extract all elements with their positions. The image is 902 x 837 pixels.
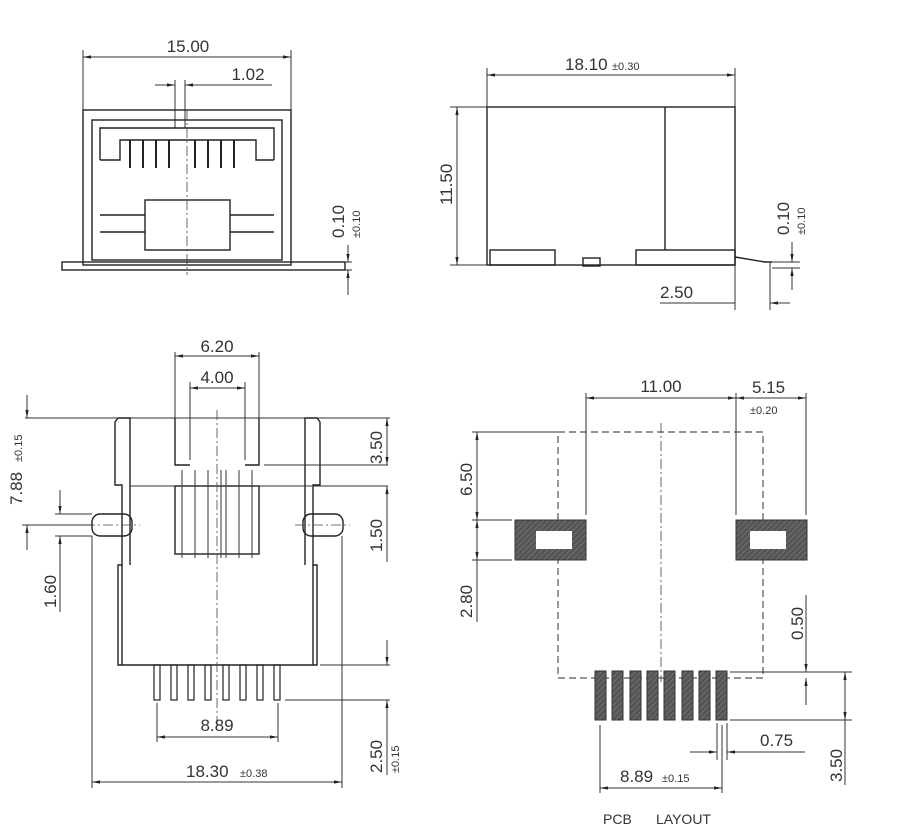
dim-350: 3.50	[827, 749, 846, 782]
dim-050: 0.50	[788, 607, 807, 640]
side-view: 18.10 ±0.30 11.50 0.10 ±0.10 2.50	[437, 55, 808, 310]
dim-length: 18.10	[565, 55, 608, 74]
pcb-layout-view: 11.00 5.15 ±0.20 6.50 2.80 0.50 3.50 0.7…	[457, 377, 852, 827]
dim-inner: 4.00	[200, 368, 233, 387]
dim-pin-length-tol: ±0.15	[390, 746, 402, 773]
dim-pin-span: 8.89	[200, 716, 233, 735]
dim-width: 15.00	[167, 37, 210, 56]
dim-length-tol: ±0.30	[612, 61, 639, 73]
dim-standoff-tol: ±0.10	[351, 211, 363, 238]
label-pcb: PCB	[603, 811, 632, 827]
dim-pad-offset-tol: ±0.20	[750, 405, 777, 417]
dim-height: 11.50	[437, 164, 456, 205]
dim-width: 18.30	[186, 762, 229, 781]
front-view: 15.00 1.02 0.10 ±0.10	[61, 37, 363, 295]
dim-overall-height: 7.88	[7, 472, 26, 505]
dim-width-tol: ±0.38	[240, 768, 267, 780]
dim-pin-length: 2.50	[367, 740, 386, 773]
dim-side-standoff: 0.10	[774, 202, 793, 235]
dim-pad-spacing: 11.00	[640, 377, 681, 396]
dim-opening: 6.20	[200, 337, 233, 356]
dim-pad-offset: 5.15	[752, 378, 785, 397]
dim-standoff: 0.10	[329, 205, 348, 238]
dim-pin-span: 8.89	[620, 767, 653, 786]
bottom-view: 6.20 4.00 8.89 18.30 ±0.38 2.50 ±0.15 3.…	[7, 337, 402, 788]
dim-side-standoff-tol: ±0.10	[796, 208, 808, 235]
dim-d1: 3.50	[367, 431, 386, 464]
dim-pin-span-tol: ±0.15	[662, 773, 689, 785]
dim-peg: 1.60	[41, 575, 60, 608]
dim-pad-width: 0.75	[760, 731, 793, 750]
dim-pitch: 1.02	[231, 65, 264, 84]
dim-d2: 1.50	[367, 519, 386, 552]
dim-280: 2.80	[457, 585, 476, 618]
label-layout: LAYOUT	[656, 811, 711, 827]
dim-650: 6.50	[457, 463, 476, 496]
dim-overall-height-tol: ±0.15	[13, 435, 25, 462]
dim-lead: 2.50	[660, 283, 693, 302]
